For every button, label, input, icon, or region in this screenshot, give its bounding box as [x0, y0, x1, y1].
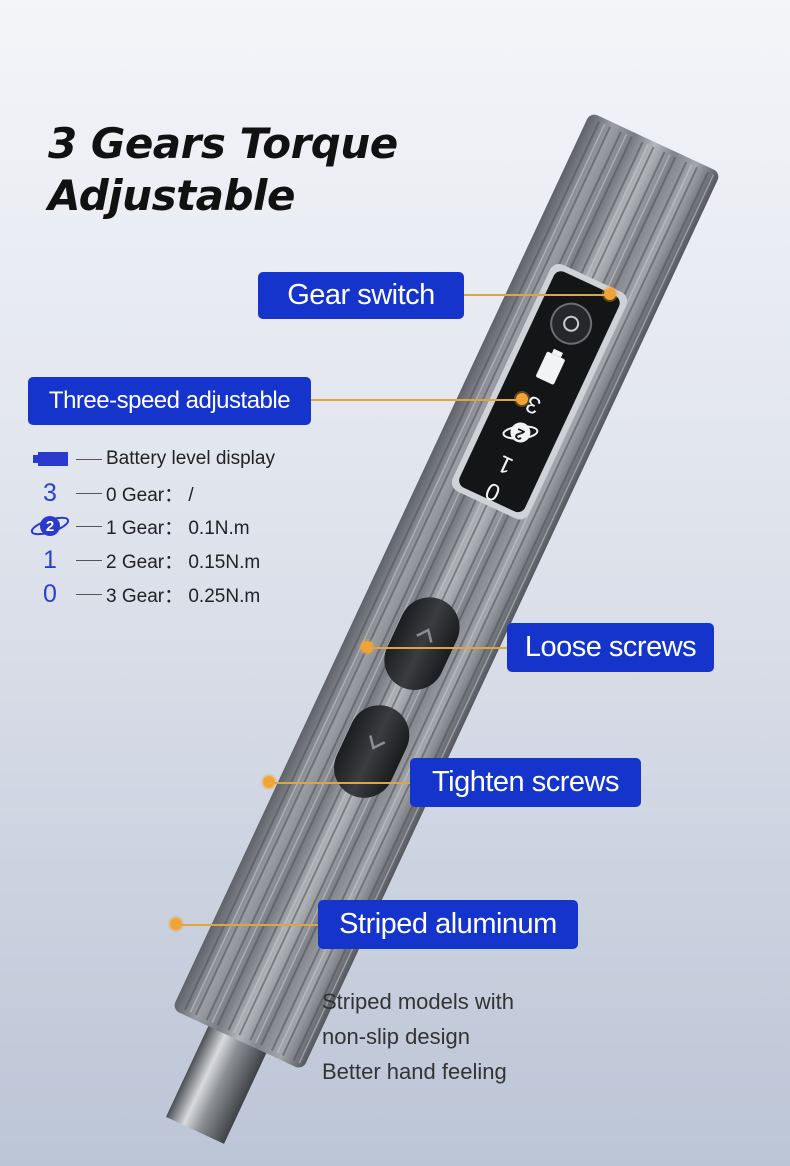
legend-text-gear-2: 2 Gear： 0.15N.m: [106, 551, 261, 573]
legend-text-gear-3: 3 Gear： 0.25N.m: [106, 585, 261, 607]
page-title: 3 Gears Torque Adjustable: [48, 118, 398, 222]
legend-row-gear-2: 1 2 Gear： 0.15N.m: [28, 545, 260, 575]
loose-screws-label: Loose screws: [507, 623, 714, 672]
striped-aluminum-leader: [178, 924, 318, 926]
feature-description: Striped models with non-slip design Bett…: [322, 984, 622, 1089]
title-line-2: Adjustable: [48, 171, 295, 220]
chevron-up-icon: [416, 628, 433, 643]
description-line-2: non-slip design: [322, 1024, 470, 1049]
loose-screws-button[interactable]: [374, 587, 469, 699]
legend-symbol-0: 0: [43, 579, 57, 608]
gear-switch-button[interactable]: [545, 297, 598, 350]
battery-icon: [28, 450, 72, 468]
tighten-screws-leader: [272, 782, 410, 784]
striped-aluminum-marker: [170, 918, 182, 930]
legend-row-gear-1: 2 1 Gear： 0.1N.m: [28, 511, 250, 541]
legend-symbol-1: 1: [43, 545, 57, 574]
title-line-1: 3 Gears Torque: [48, 119, 398, 168]
three-speed-marker: [516, 393, 528, 405]
chevron-down-icon: [369, 735, 386, 750]
svg-text:2: 2: [46, 518, 54, 535]
legend-row-gear-3: 0 3 Gear： 0.25N.m: [28, 579, 260, 609]
loose-screws-marker: [361, 641, 373, 653]
legend-text-gear-0: 0 Gear： /: [106, 484, 194, 506]
legend-symbol-2: 2: [28, 513, 72, 539]
loose-screws-leader: [370, 647, 507, 649]
three-speed-label: Three-speed adjustable: [28, 377, 311, 425]
gear-switch-leader: [464, 294, 610, 296]
legend-text-gear-1: 1 Gear： 0.1N.m: [106, 517, 250, 539]
bit-holder-tip: [166, 1017, 271, 1144]
description-line-1: Striped models with: [322, 989, 514, 1014]
legend-text-battery: Battery level display: [106, 448, 275, 469]
gear-switch-label: Gear switch: [258, 272, 464, 319]
legend-symbol-3: 3: [43, 478, 57, 507]
tighten-screws-label: Tighten screws: [410, 758, 641, 807]
tighten-screws-button[interactable]: [324, 695, 419, 807]
striped-aluminum-label: Striped aluminum: [318, 900, 578, 949]
gear-switch-marker: [604, 288, 616, 300]
description-line-3: Better hand feeling: [322, 1059, 507, 1084]
display-battery-icon: [536, 351, 565, 385]
legend-row-gear-0: 3 0 Gear： /: [28, 478, 194, 508]
legend-row-battery: Battery level display: [28, 444, 275, 474]
three-speed-leader: [311, 399, 521, 401]
tighten-screws-marker: [263, 776, 275, 788]
